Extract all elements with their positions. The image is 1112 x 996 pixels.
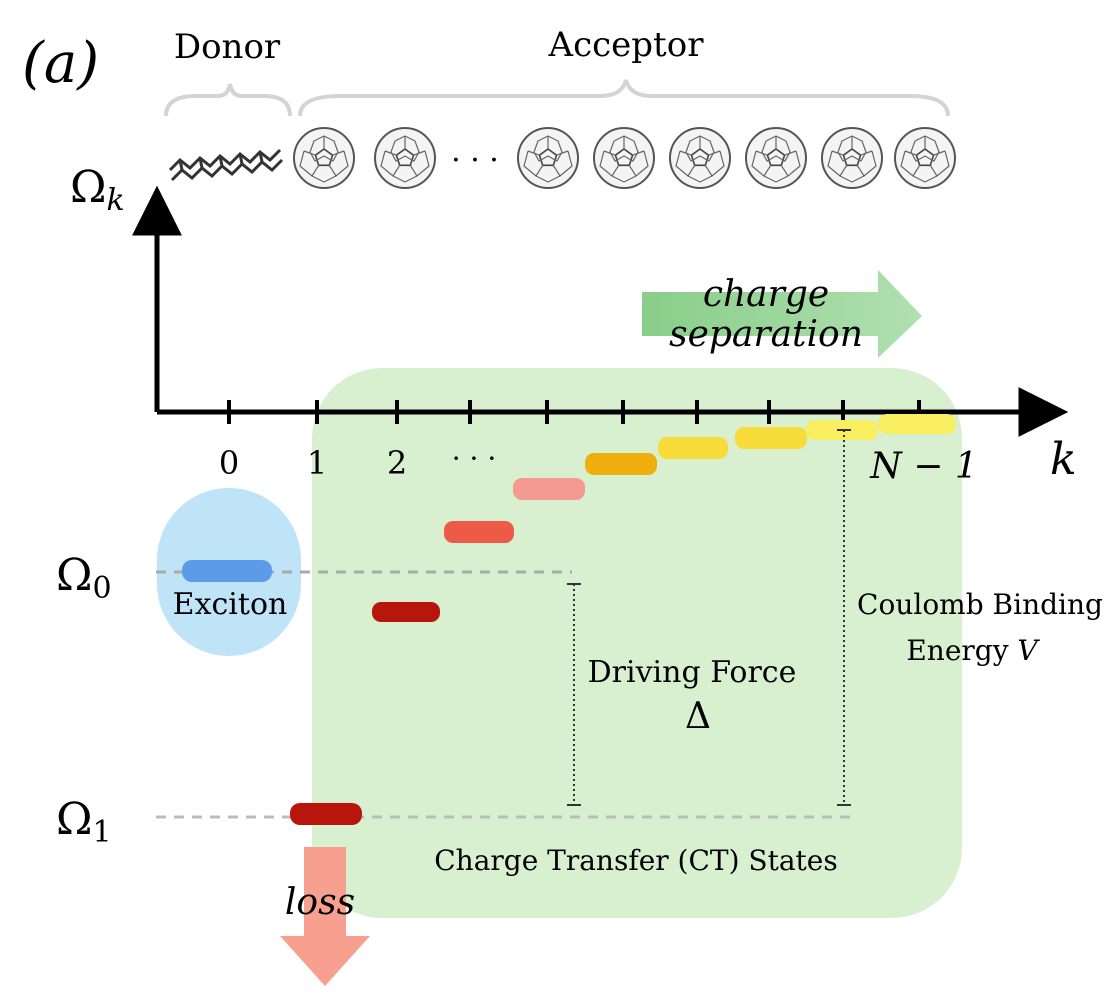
y-axis-label: Ωk <box>70 162 125 218</box>
tick-label-2: 2 <box>387 444 407 482</box>
ct-state <box>735 427 807 449</box>
donor-molecule <box>168 148 284 182</box>
acceptor-molecule <box>374 127 436 189</box>
ct-state <box>513 478 585 500</box>
exciton-label: Exciton <box>173 587 288 622</box>
ct-state <box>444 521 514 543</box>
driving-force-label: Driving Force <box>588 655 797 690</box>
tick-label-n-minus-1: N − 1 <box>869 446 977 487</box>
acceptor-molecule <box>517 127 579 189</box>
panel-label: (a) <box>22 31 99 96</box>
tick-label-ellipsis: · · · <box>452 442 497 475</box>
driving-force-bracket <box>567 583 581 806</box>
loss-arrow <box>280 847 370 986</box>
ct-state <box>585 453 657 475</box>
acceptor-molecule <box>894 127 956 189</box>
acceptor-brace <box>298 79 950 117</box>
ct-state <box>878 414 956 434</box>
ct-state-k1-lowest <box>290 803 362 825</box>
ct-states-label: Charge Transfer (CT) States <box>434 844 837 877</box>
exciton-state <box>182 560 272 582</box>
driving-force-symbol: Δ <box>685 696 711 737</box>
charge-separation-line2: separation <box>669 314 863 355</box>
molecule-ellipsis: · · · <box>451 143 499 178</box>
ct-state <box>372 602 440 622</box>
donor-label: Donor <box>174 27 281 67</box>
tick-label-0: 0 <box>219 444 239 482</box>
omega0-label: Ω0 <box>56 550 112 606</box>
x-axis-label: k <box>1050 434 1077 485</box>
acceptor-label: Acceptor <box>548 25 705 65</box>
loss-label: loss <box>285 882 355 923</box>
acceptor-molecule <box>293 127 355 189</box>
acceptor-molecule <box>593 127 655 189</box>
acceptor-molecules <box>293 127 956 189</box>
charge-separation-arrow <box>642 270 922 358</box>
donor-brace <box>164 83 292 117</box>
coulomb-bracket <box>837 429 851 806</box>
acceptor-molecule <box>669 127 731 189</box>
acceptor-molecule <box>821 127 883 189</box>
omega1-label: Ω1 <box>56 794 112 850</box>
acceptor-molecule <box>745 127 807 189</box>
charge-separation-line1: charge <box>703 274 829 315</box>
ct-state <box>658 437 728 459</box>
coulomb-label-line2: Energy V <box>906 634 1040 667</box>
coulomb-label-line1: Coulomb Binding <box>857 588 1103 621</box>
tick-label-1: 1 <box>307 444 327 482</box>
ct-states-region <box>312 368 962 918</box>
